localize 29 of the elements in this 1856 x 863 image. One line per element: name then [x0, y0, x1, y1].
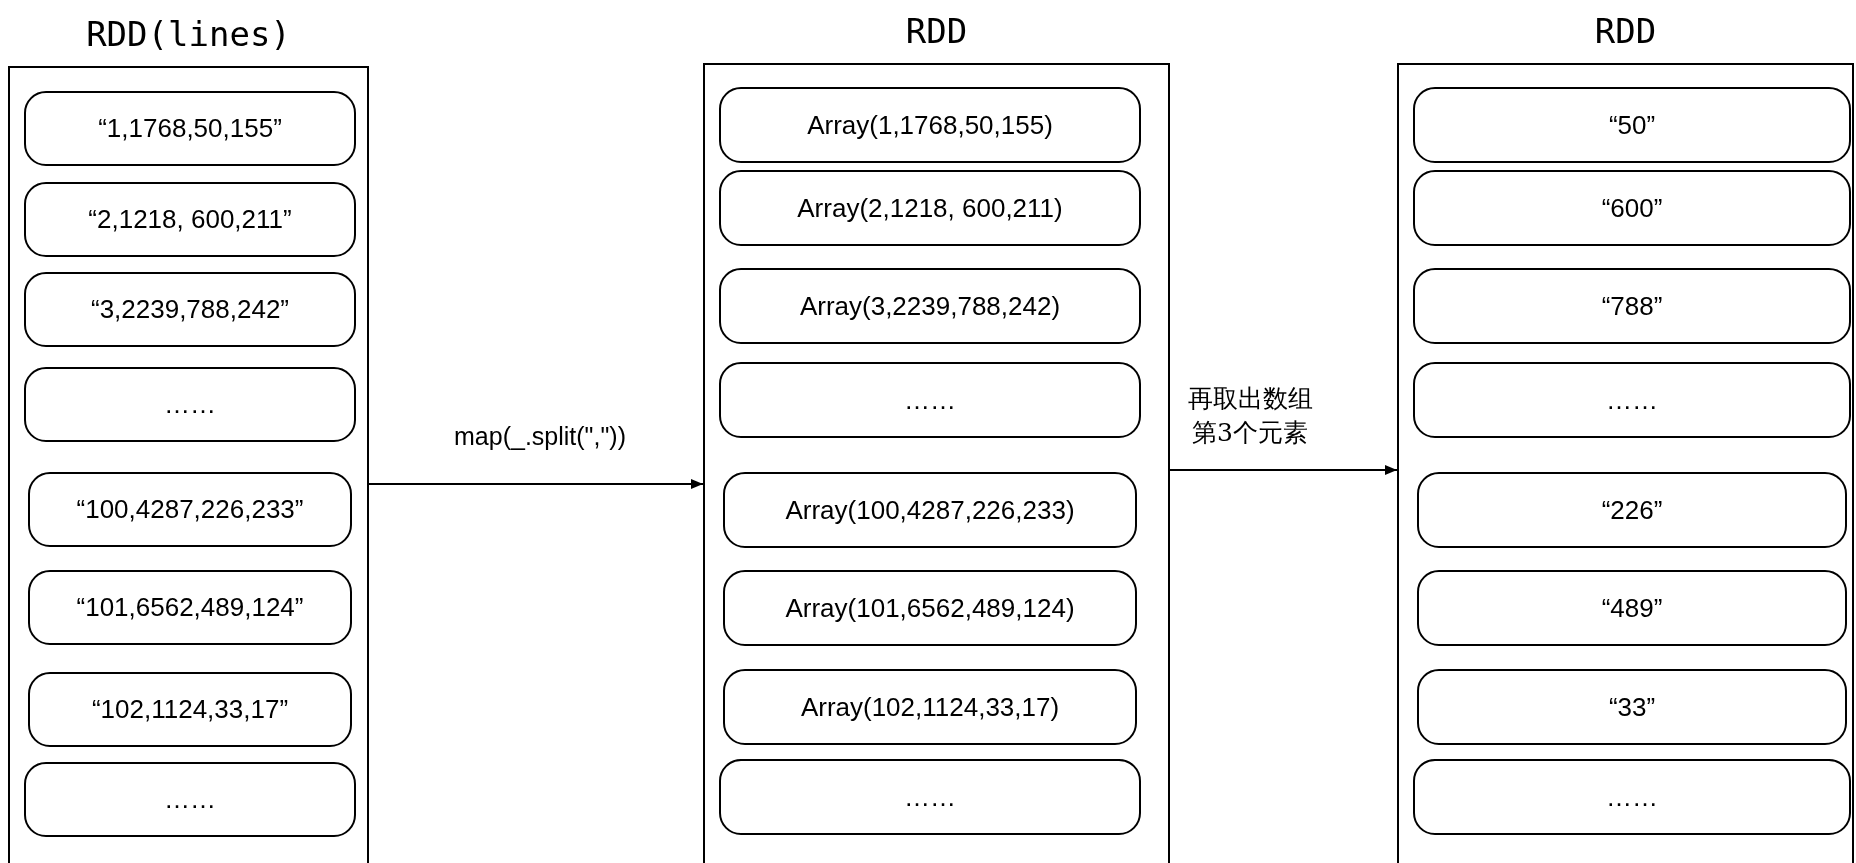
element-pill: “101,6562,489,124” — [28, 570, 352, 645]
element-pill: Array(1,1768,50,155) — [719, 87, 1141, 163]
rdd-title: RDD(lines) — [85, 13, 292, 56]
rdd-title: RDD — [1593, 10, 1658, 53]
element-pill: “33” — [1417, 669, 1847, 745]
element-pill: “1,1768,50,155” — [24, 91, 356, 166]
element-pill: Array(100,4287,226,233) — [723, 472, 1137, 548]
element-pill: “102,1124,33,17” — [28, 672, 352, 747]
rdd-title: RDD — [904, 10, 969, 53]
element-pill: “600” — [1413, 170, 1851, 246]
element-pill: Array(3,2239,788,242) — [719, 268, 1141, 344]
element-pill: “226” — [1417, 472, 1847, 548]
element-pill: …… — [24, 367, 356, 442]
arrow — [1169, 465, 1398, 475]
element-pill: …… — [719, 362, 1141, 438]
element-pill: …… — [24, 762, 356, 837]
element-pill: “100,4287,226,233” — [28, 472, 352, 547]
element-pill: …… — [1413, 362, 1851, 438]
element-pill: “489” — [1417, 570, 1847, 646]
element-pill: “50” — [1413, 87, 1851, 163]
element-pill: …… — [1413, 759, 1851, 835]
element-pill: Array(101,6562,489,124) — [723, 570, 1137, 646]
element-pill: “2,1218, 600,211” — [24, 182, 356, 257]
arrow — [368, 479, 704, 489]
element-pill: “3,2239,788,242” — [24, 272, 356, 347]
element-pill: “788” — [1413, 268, 1851, 344]
element-pill: Array(102,1124,33,17) — [723, 669, 1137, 745]
element-pill: Array(2,1218, 600,211) — [719, 170, 1141, 246]
element-pill: …… — [719, 759, 1141, 835]
